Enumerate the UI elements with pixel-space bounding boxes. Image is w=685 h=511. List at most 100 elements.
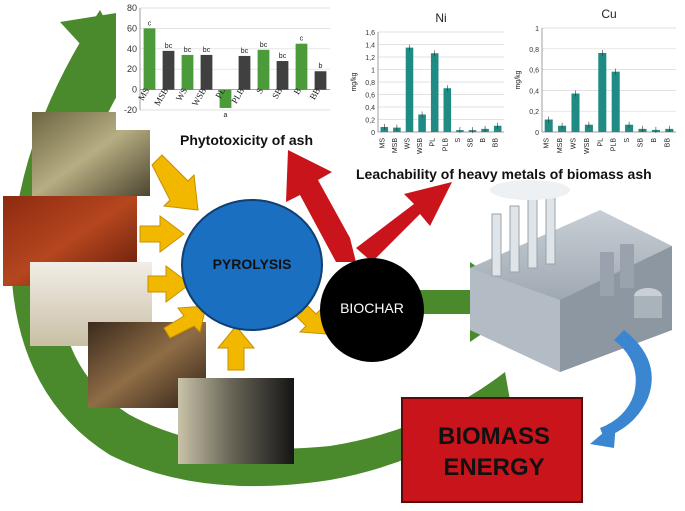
y-tick-label: 20 xyxy=(127,64,137,74)
category-label: WSB xyxy=(584,138,591,154)
bar-bb xyxy=(314,71,327,90)
significance-letter: c xyxy=(300,36,304,43)
y-tick-label: 40 xyxy=(127,44,137,54)
bar-ms xyxy=(143,28,156,90)
y-tick-label: 60 xyxy=(127,23,137,33)
pyrolysis-circle xyxy=(181,199,323,331)
biochar-circle xyxy=(320,258,424,362)
y-tick-label: 0,4 xyxy=(365,105,375,112)
y-tick-label: 0,2 xyxy=(365,118,375,125)
phytotoxicity-chart: -20020406080MScMSBbcWSbcWSBbcPLaPLBbcSbc… xyxy=(116,0,338,130)
biomass-energy-label: BIOMASS ENERGY xyxy=(410,421,578,483)
red-arrow-to-leachability xyxy=(356,182,452,262)
y-tick-label: 80 xyxy=(127,3,137,13)
category-label: PL xyxy=(597,138,604,147)
bar-ws xyxy=(181,54,194,90)
significance-letter: bc xyxy=(241,48,249,55)
y-tick-label: 0,8 xyxy=(529,47,539,54)
y-tick-label: 1 xyxy=(371,68,375,75)
category-label: SB xyxy=(638,138,645,148)
y-tick-label: 1,2 xyxy=(365,55,375,62)
category-label: SB xyxy=(270,86,284,101)
bar-plb xyxy=(611,71,620,132)
y-axis-label: mg/kg xyxy=(515,70,522,89)
y-tick-label: 0 xyxy=(371,130,375,137)
category-label: PLB xyxy=(611,138,618,152)
category-label: PL xyxy=(430,138,437,147)
category-label: WS xyxy=(405,138,412,150)
y-tick-label: -20 xyxy=(124,105,137,115)
category-label: MSB xyxy=(392,138,399,154)
sample-photo-residue xyxy=(178,378,294,464)
bar-msb xyxy=(558,125,567,132)
bar-ws xyxy=(405,47,414,132)
bar-bb xyxy=(493,125,502,132)
bar-plb xyxy=(443,88,452,132)
significance-letter: bc xyxy=(165,43,173,50)
chart-title: Cu xyxy=(601,7,616,21)
yellow-arrow-5 xyxy=(216,325,256,371)
significance-letter: bc xyxy=(260,42,268,49)
category-label: WSB xyxy=(417,138,424,154)
y-tick-label: 1 xyxy=(535,26,539,33)
category-label: MSB xyxy=(557,138,564,154)
chart-title: Ni xyxy=(435,11,446,25)
significance-letter: bc xyxy=(203,47,211,54)
category-label: WS xyxy=(571,138,578,150)
bar-pl xyxy=(430,53,439,132)
leachability-title: Leachability of heavy metals of biomass … xyxy=(356,166,652,182)
category-label: S xyxy=(254,86,265,95)
yellow-arrow-3 xyxy=(147,265,191,303)
category-label: PL xyxy=(213,86,227,100)
bar-wsb xyxy=(200,54,213,90)
factory-illustration xyxy=(470,180,672,372)
y-tick-label: 0,2 xyxy=(529,109,539,116)
significance-letter: c xyxy=(148,20,152,27)
blue-curved-arrow xyxy=(590,330,652,448)
bar-pl xyxy=(219,89,232,108)
biomass-energy-line1: BIOMASS xyxy=(437,423,550,450)
y-axis-label: mg/kg xyxy=(351,72,358,91)
cu-chart-panel xyxy=(510,2,680,162)
y-tick-label: 0,6 xyxy=(529,68,539,75)
y-tick-label: 1,4 xyxy=(365,43,375,50)
pyrolysis-label: PYROLYSIS xyxy=(212,256,292,272)
category-label: S xyxy=(624,138,631,143)
y-tick-label: 0 xyxy=(535,130,539,137)
y-tick-label: 0 xyxy=(132,85,137,95)
significance-letter: bc xyxy=(184,47,192,54)
yellow-arrow-1 xyxy=(151,154,199,211)
category-label: MS xyxy=(544,138,551,149)
bar-pl xyxy=(598,52,607,132)
biomass-energy-box xyxy=(401,397,583,503)
category-label: PLB xyxy=(442,138,449,152)
red-arrows xyxy=(286,150,452,262)
bar-sb xyxy=(276,61,289,90)
yellow-arrow-2 xyxy=(139,215,185,253)
bar-wsb xyxy=(584,124,593,132)
category-label: BB xyxy=(493,138,500,148)
phytotoxicity-title: Phytotoxicity of ash xyxy=(180,132,314,148)
significance-letter: b xyxy=(319,63,323,70)
yellow-arrow-4 xyxy=(163,305,207,339)
red-arrow-to-phytotoxicity xyxy=(286,150,356,262)
bar-s xyxy=(625,124,634,132)
y-tick-label: 0,8 xyxy=(365,80,375,87)
y-tick-label: 0,6 xyxy=(365,93,375,100)
category-label: BB xyxy=(664,138,671,148)
category-label: B xyxy=(292,86,304,96)
bar-wsb xyxy=(418,114,426,132)
y-tick-label: 1,6 xyxy=(365,30,375,37)
bar-ms xyxy=(544,119,553,132)
bar-plb xyxy=(238,55,251,90)
category-label: MS xyxy=(379,138,386,149)
bar-ws xyxy=(571,93,580,132)
y-tick-label: 0,4 xyxy=(529,88,539,95)
category-label: B xyxy=(651,138,658,143)
significance-letter: a xyxy=(224,112,228,119)
significance-letter: bc xyxy=(279,53,287,60)
bar-s xyxy=(257,49,270,90)
